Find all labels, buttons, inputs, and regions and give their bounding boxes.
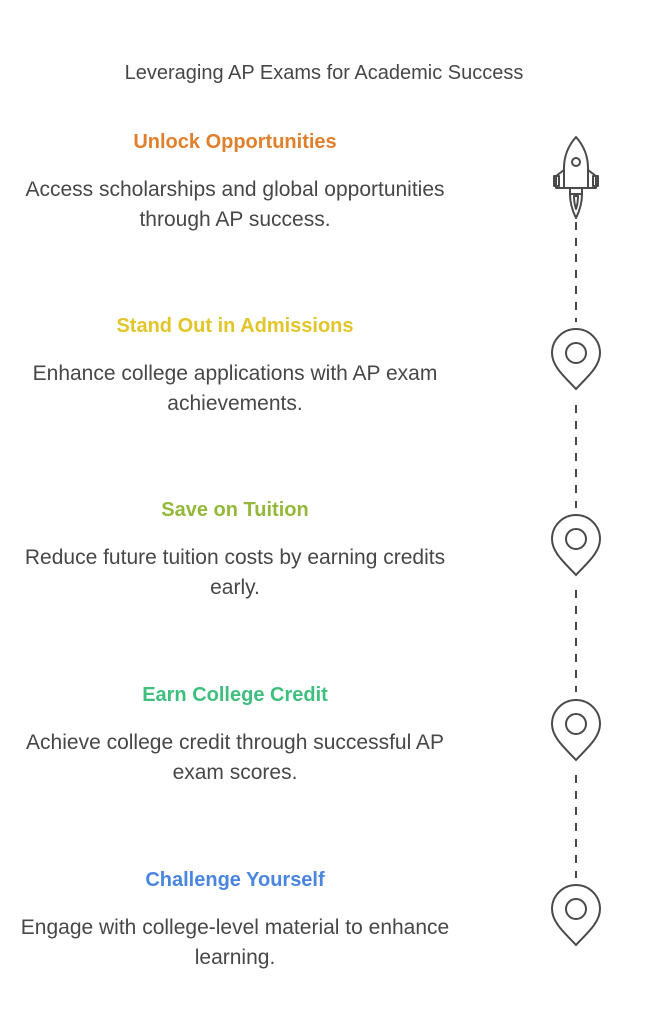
location-pin-icon <box>550 328 602 391</box>
step-earn-college-credit: Earn College Credit Achieve college cred… <box>20 682 450 788</box>
location-pin-icon <box>550 884 602 947</box>
page-title: Leveraging AP Exams for Academic Success <box>124 62 524 84</box>
step-unlock-opportunities: Unlock Opportunities Access scholarships… <box>20 129 450 235</box>
step-title: Earn College Credit <box>142 684 328 706</box>
location-pin-icon <box>550 514 602 577</box>
step-title: Unlock Opportunities <box>133 131 337 153</box>
step-stand-out-in-admissions: Stand Out in Admissions Enhance college … <box>20 313 450 419</box>
step-description: Enhance college applications with AP exa… <box>32 362 438 415</box>
step-description: Achieve college credit through successfu… <box>26 731 444 784</box>
step-title: Stand Out in Admissions <box>116 315 354 337</box>
rocket-icon <box>553 136 599 219</box>
step-title: Save on Tuition <box>161 499 309 521</box>
step-description: Reduce future tuition costs by earning c… <box>24 546 446 599</box>
location-pin-icon <box>550 699 602 762</box>
step-challenge-yourself: Challenge Yourself Engage with college-l… <box>20 867 450 973</box>
step-save-on-tuition: Save on Tuition Reduce future tuition co… <box>20 497 450 603</box>
step-title: Challenge Yourself <box>145 869 325 891</box>
step-description: Engage with college-level material to en… <box>20 916 450 969</box>
step-description: Access scholarships and global opportuni… <box>25 178 445 231</box>
